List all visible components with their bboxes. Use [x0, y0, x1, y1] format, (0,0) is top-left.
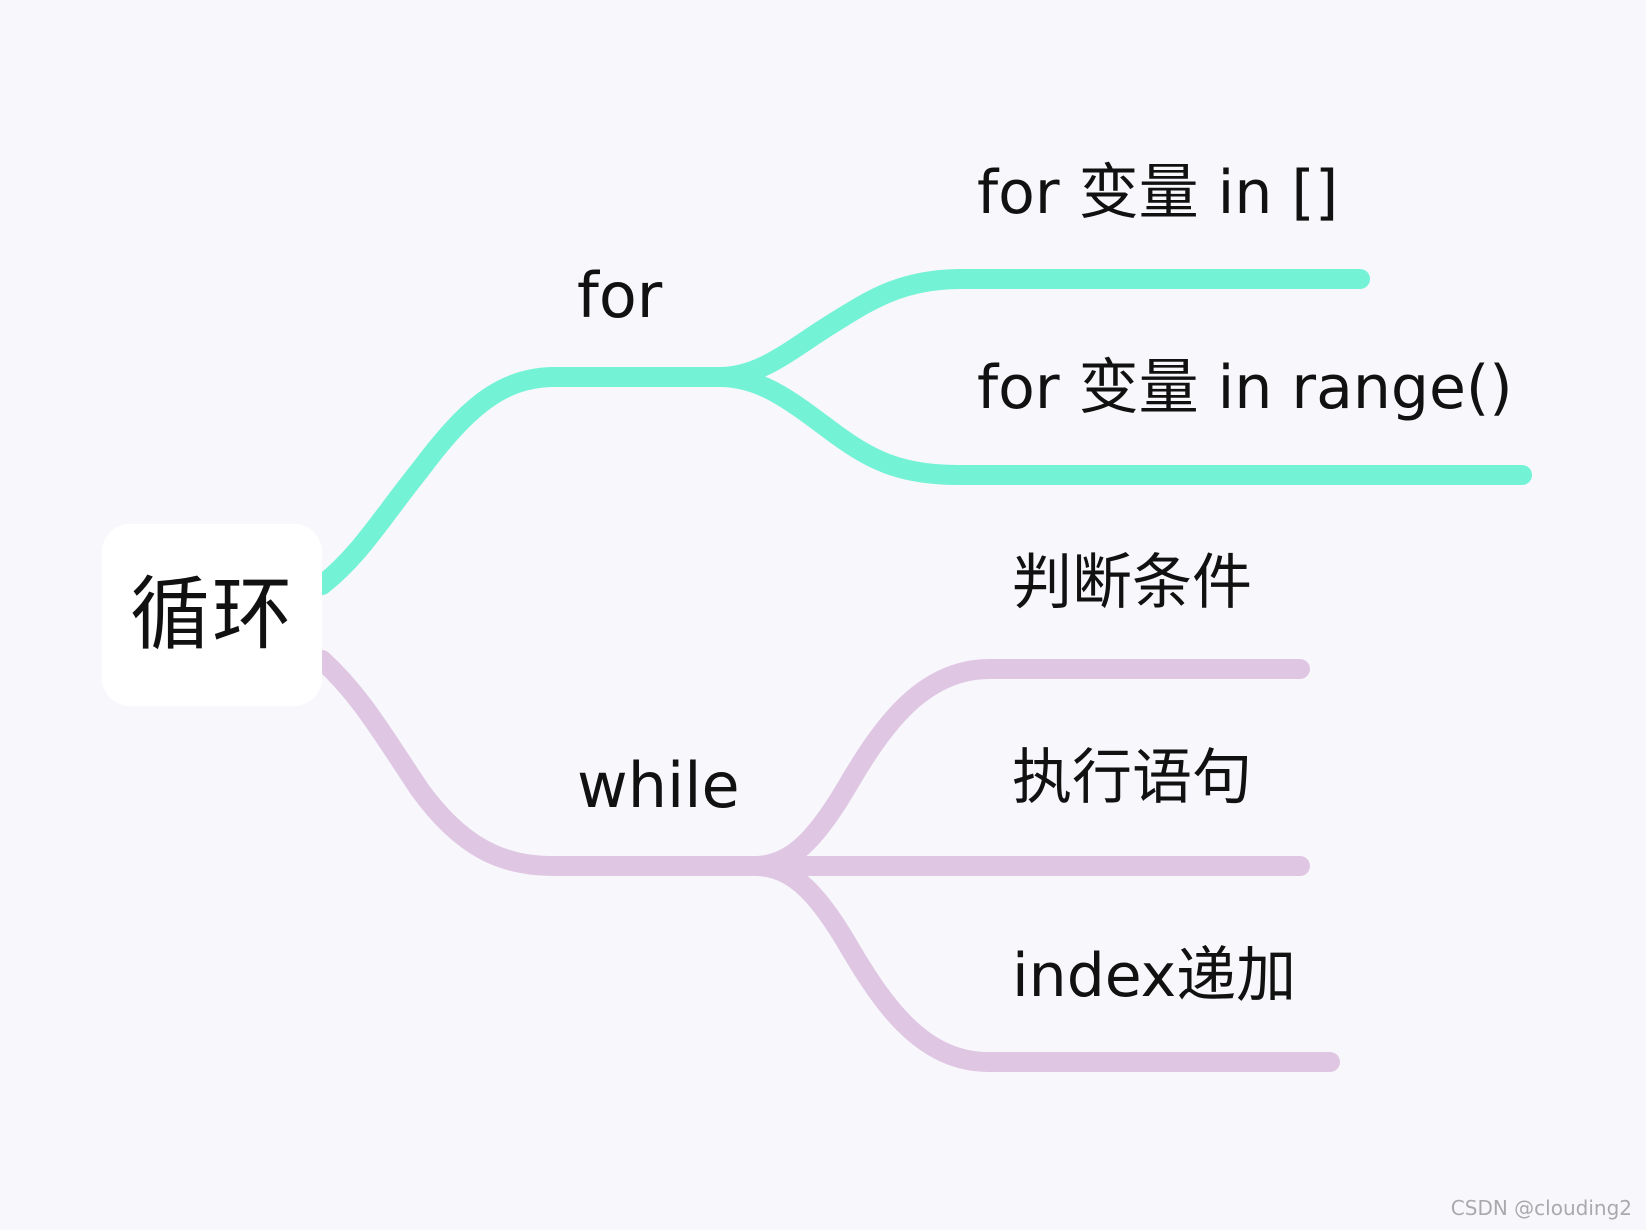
leaf-for-range[interactable]: for 变量 in range(): [977, 353, 1513, 423]
root-node[interactable]: 循环: [102, 524, 322, 706]
leaf-while-index[interactable]: index递加: [1012, 941, 1297, 1011]
connector-while-to-leaf-3: [745, 856, 1340, 1072]
connector-while-to-leaf-1: [745, 659, 1310, 876]
leaf-for-list[interactable]: for 变量 in []: [977, 158, 1339, 228]
branch-while-label[interactable]: while: [577, 749, 740, 822]
branch-for-label[interactable]: for: [577, 259, 663, 332]
leaf-while-condition[interactable]: 判断条件: [1012, 548, 1252, 618]
connector-root-to-for: [312, 367, 730, 595]
connector-for-to-leaf-2: [710, 367, 1532, 485]
leaf-while-statement[interactable]: 执行语句: [1012, 743, 1252, 813]
watermark: CSDN @clouding2: [1450, 1196, 1632, 1220]
connector-root-to-while: [312, 650, 765, 876]
connector-for-to-leaf-1: [710, 269, 1370, 387]
root-node-label: 循环: [130, 568, 294, 661]
